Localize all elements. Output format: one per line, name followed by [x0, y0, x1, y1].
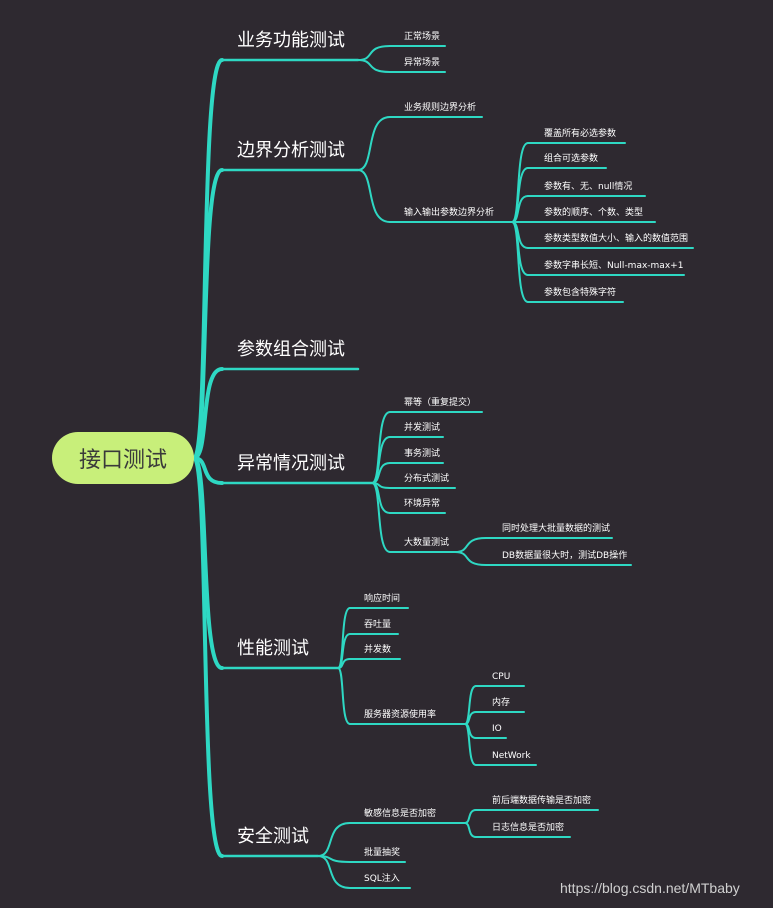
detail-topic[interactable]: IO: [492, 724, 502, 734]
subtopic-connector: [357, 59, 391, 73]
detail-topic[interactable]: 参数字串长短、Null-max-max+1: [544, 261, 684, 271]
detail-connector: [464, 822, 477, 838]
subtopic[interactable]: 并发数: [364, 645, 392, 655]
subtopic[interactable]: 正常场景: [404, 32, 441, 42]
subtopic-connector: [357, 169, 391, 223]
detail-topic[interactable]: DB数据量很大时，测试DB操作: [502, 551, 628, 561]
detail-topic[interactable]: 组合可选参数: [544, 154, 599, 164]
subtopic[interactable]: 环境异常: [404, 499, 441, 509]
subtopic[interactable]: 大数量测试: [404, 538, 450, 548]
subtopic[interactable]: 输入输出参数边界分析: [404, 208, 495, 218]
branch-connector: [192, 367, 224, 460]
subtopic-connector: [371, 436, 391, 484]
subtopic[interactable]: 敏感信息是否加密: [364, 809, 437, 819]
branch-connector: [192, 456, 224, 858]
detail-topic[interactable]: 同时处理大批量数据的测试: [502, 524, 611, 534]
branch-topic[interactable]: 安全测试: [237, 826, 309, 847]
detail-topic[interactable]: 覆盖所有必选参数: [544, 129, 617, 139]
subtopic[interactable]: SQL注入: [364, 874, 400, 884]
subtopic[interactable]: 吞吐量: [364, 620, 392, 630]
branch-topic[interactable]: 边界分析测试: [237, 140, 345, 161]
subtopic-connector: [317, 822, 351, 857]
detail-topic[interactable]: 参数类型数值大小、输入的数值范围: [544, 234, 689, 244]
detail-topic[interactable]: 参数的顺序、个数、类型: [544, 208, 644, 218]
detail-connector: [454, 537, 487, 553]
subtopic-connector: [357, 116, 391, 171]
detail-topic[interactable]: 日志信息是否加密: [492, 823, 565, 833]
subtopic-connector: [337, 667, 351, 725]
subtopic-connector: [371, 482, 391, 553]
branch-topic[interactable]: 性能测试: [237, 638, 309, 659]
detail-connector: [464, 685, 477, 725]
subtopic-connector: [317, 855, 351, 889]
subtopic[interactable]: 并发测试: [404, 423, 441, 433]
subtopic[interactable]: 响应时间: [364, 594, 401, 604]
detail-topic[interactable]: 内存: [492, 698, 511, 708]
detail-connector: [464, 711, 477, 725]
subtopic[interactable]: 分布式测试: [404, 474, 450, 484]
subtopic[interactable]: 批量抽奖: [364, 848, 401, 858]
subtopic[interactable]: 业务规则边界分析: [404, 103, 477, 113]
subtopic-connector: [357, 45, 391, 61]
detail-topic[interactable]: CPU: [492, 672, 511, 682]
subtopic[interactable]: 事务测试: [404, 449, 441, 459]
detail-connector: [464, 809, 477, 824]
detail-connector: [454, 551, 487, 566]
branch-topic[interactable]: 异常情况测试: [237, 453, 345, 474]
subtopic[interactable]: 幂等（重复提交）: [404, 398, 477, 408]
detail-connector: [464, 723, 477, 766]
root-node[interactable]: 接口测试: [52, 432, 194, 484]
subtopic[interactable]: 服务器资源使用率: [364, 710, 437, 720]
detail-connector: [511, 221, 529, 303]
branch-connector: [192, 168, 224, 460]
branch-topic[interactable]: 业务功能测试: [237, 30, 345, 51]
detail-topic[interactable]: NetWork: [492, 751, 531, 761]
detail-topic[interactable]: 前后端数据传输是否加密: [492, 796, 592, 806]
detail-topic[interactable]: 参数包含特殊字符: [544, 288, 617, 298]
branch-topic[interactable]: 参数组合测试: [237, 339, 345, 360]
subtopic[interactable]: 异常场景: [404, 58, 441, 68]
detail-connector: [511, 167, 529, 223]
detail-topic[interactable]: 参数有、无、null情况: [544, 182, 633, 192]
watermark: https://blog.csdn.net/MTbaby: [560, 880, 740, 896]
